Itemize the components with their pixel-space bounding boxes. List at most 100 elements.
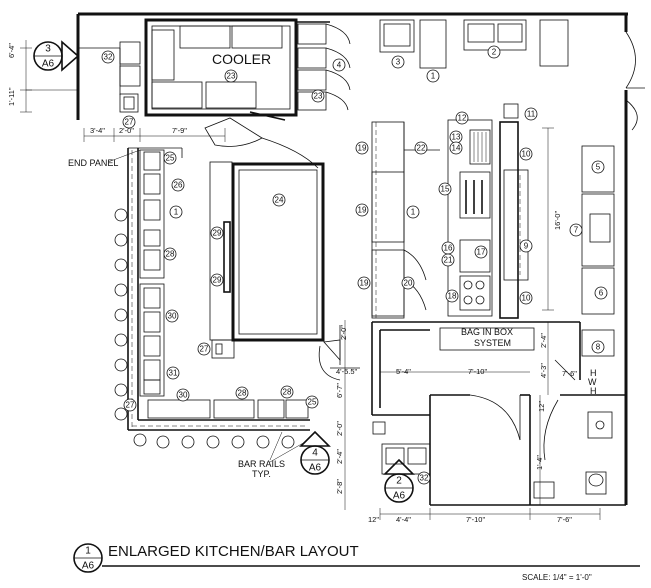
title-marker-number: 1: [85, 546, 91, 557]
hwh-label-3: H: [590, 386, 597, 396]
section-2-number: 2: [396, 476, 402, 487]
equipment-tag-number: 24: [275, 196, 284, 205]
equipment-tag: 17: [474, 245, 488, 259]
equipment-tag: 32: [101, 50, 115, 64]
left-dimensions: [20, 40, 226, 142]
walk-in-cooler: [144, 18, 298, 117]
equipment-tag-number: 31: [169, 369, 178, 378]
equipment-tag: 19: [355, 203, 369, 217]
equipment-tag: 25: [163, 151, 177, 165]
dim-2-4-a: 2'-4": [539, 333, 548, 348]
lower-dimensions: [344, 320, 601, 520]
equipment-tag: 28: [163, 247, 177, 261]
equipment-tag: 19: [357, 276, 371, 290]
equipment-tag: 16: [441, 241, 455, 255]
equipment-tag-number: 17: [477, 248, 486, 257]
equipment-tag-number: 28: [238, 389, 247, 398]
section-marker-4: [299, 430, 331, 475]
equipment-tag: 10: [519, 291, 533, 305]
interior-walls: [371, 321, 626, 506]
dim-2-4-b: 2'-4": [335, 449, 344, 464]
equipment-tag-number: 29: [213, 229, 222, 238]
equipment-tag-number: 25: [166, 154, 175, 163]
section-2-sheet: A6: [393, 491, 406, 502]
dim-6-7: 6'-7": [335, 383, 344, 398]
dim-12b: 12": [537, 401, 546, 412]
equipment-tag: 31: [166, 366, 180, 380]
equipment-tag: 19: [355, 141, 369, 155]
equipment-tag: 8: [591, 340, 605, 354]
equipment-tag: 10: [519, 147, 533, 161]
equipment-tag: 23: [224, 69, 238, 83]
equipment-tag-number: 8: [596, 343, 601, 352]
equipment-tag: 27: [123, 398, 137, 412]
equipment-tag-number: 11: [527, 110, 536, 119]
title-marker: [73, 543, 640, 573]
equipment-tag: 1: [406, 205, 420, 219]
equipment-tag: 21: [441, 253, 455, 267]
dim-5-4: 5'-4": [396, 367, 411, 376]
equipment-tag-number: 5: [596, 163, 601, 172]
equipment-tag-number: 7: [574, 226, 579, 235]
dim-7-6-b: 7'-6": [557, 515, 572, 524]
equipment-tag: 5: [591, 160, 605, 174]
equipment-tag: 15: [438, 182, 452, 196]
equipment-tag-number: 28: [283, 388, 292, 397]
cooler-label: COOLER: [212, 51, 271, 67]
bar-rails-label-2: TYP.: [252, 469, 271, 479]
equipment-tag-number: 27: [126, 401, 135, 410]
hwh-label-1: H: [590, 368, 597, 378]
equipment-tag-number: 25: [308, 398, 317, 407]
dim-2-0-a: 2'-0": [119, 126, 134, 135]
center-back-bar: [209, 161, 325, 359]
equipment-tag: 20: [401, 276, 415, 290]
equipment-tag: 1: [169, 205, 183, 219]
equipment-tag: 26: [171, 178, 185, 192]
cooler-glass-doors: [296, 21, 351, 111]
equipment-tag-number: 18: [448, 292, 457, 301]
equipment-tag: 7: [569, 223, 583, 237]
equipment-tag-number: 1: [431, 72, 436, 81]
equipment-tag-number: 27: [200, 345, 209, 354]
bar-stools: [114, 208, 295, 449]
equipment-tag: 11: [524, 107, 538, 121]
cooking-line: [447, 119, 493, 317]
equipment-tag: 30: [176, 388, 190, 402]
equipment-tag-number: 16: [444, 244, 453, 253]
door-swings: [318, 325, 576, 461]
section-3-number: 3: [45, 44, 51, 55]
equipment-tag-number: 32: [104, 53, 113, 62]
equipment-tag-number: 19: [360, 279, 369, 288]
section-marker-2: [383, 458, 415, 503]
equipment-tag: 4: [332, 58, 346, 72]
equipment-tag-number: 1: [411, 208, 416, 217]
equipment-tag-number: 30: [179, 391, 188, 400]
equipment-tag-number: 9: [524, 242, 529, 251]
equipment-tag-number: 10: [522, 294, 531, 303]
dim-6-4: 6'-4": [7, 43, 16, 58]
equipment-tag-number: 4: [337, 61, 342, 70]
equipment-tag-number: 30: [168, 312, 177, 321]
equipment-tag: 28: [235, 386, 249, 400]
equipment-tag-number: 15: [441, 185, 450, 194]
bar-rails-label: BAR RAILS: [238, 459, 285, 469]
equipment-tag: 14: [449, 141, 463, 155]
equipment-tag: 24: [272, 193, 286, 207]
left-top-fixtures: [78, 41, 141, 113]
dim-12: 12": [368, 515, 379, 524]
equipment-tag: 23: [311, 89, 325, 103]
equipment-tag-number: 14: [452, 144, 461, 153]
equipment-tag: 2: [487, 45, 501, 59]
equipment-tag-number: 1: [174, 208, 179, 217]
dim-4-3: 4'-3": [539, 363, 548, 378]
dim-4-5-5: 4'-5.5": [336, 367, 358, 376]
equipment-tag-number: 13: [452, 133, 461, 142]
equipment-tag-number: 29: [213, 276, 222, 285]
dim-7-10-b: 7'-10": [466, 515, 485, 524]
hwh-label-2: W: [588, 377, 597, 387]
equipment-tag: 32: [417, 471, 431, 485]
equipment-tag-number: 22: [417, 144, 426, 153]
dim-16-0: 16'-0": [553, 211, 562, 230]
equipment-tag-number: 20: [404, 279, 413, 288]
